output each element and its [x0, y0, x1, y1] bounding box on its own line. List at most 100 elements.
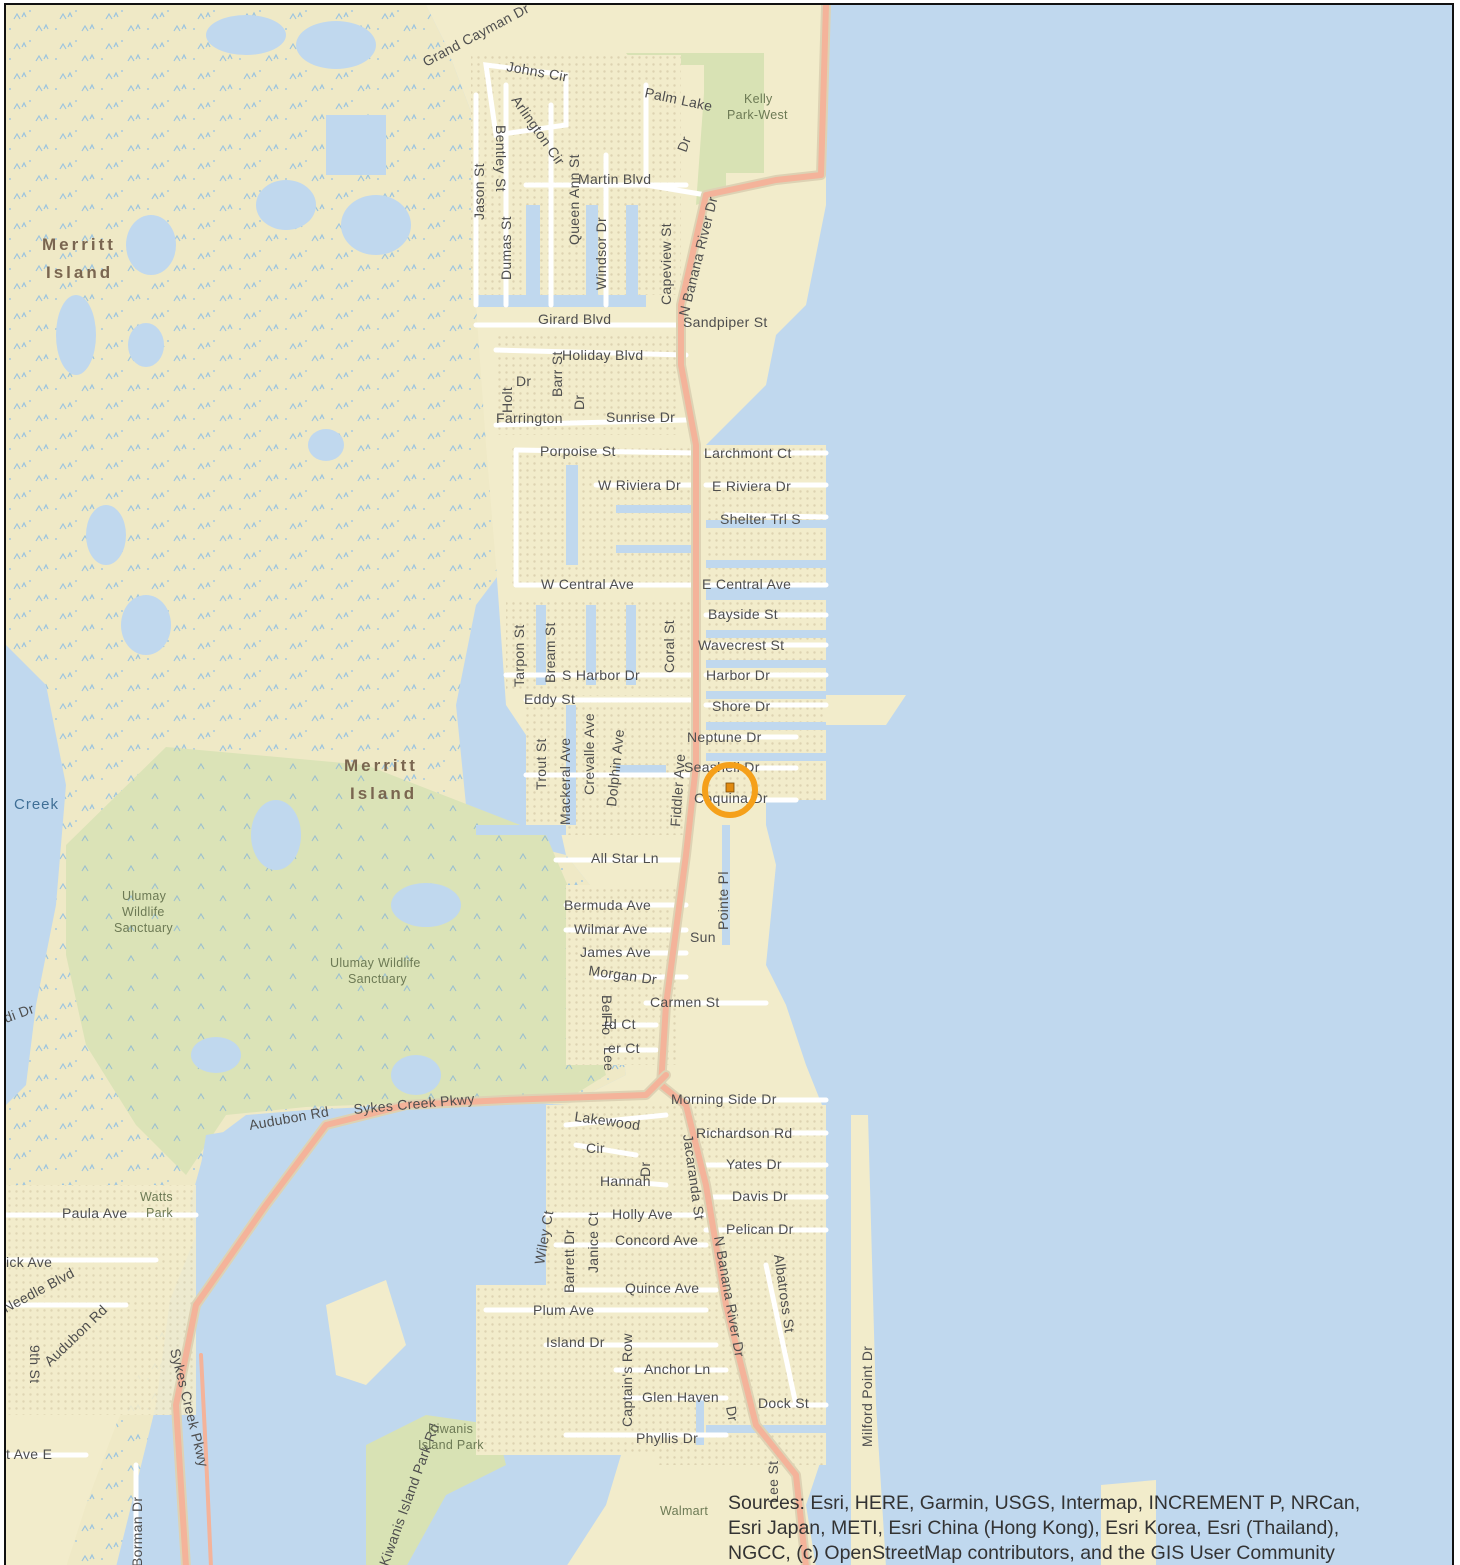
label-lakewood-dr: Dr [637, 1162, 653, 1177]
label-yates: Yates Dr [726, 1156, 782, 1172]
label-sandpiper: Sandpiper St [683, 314, 768, 330]
label-queen-ann: Queen Ann St [566, 154, 582, 245]
label-ick-ave: ick Ave [6, 1254, 52, 1270]
label-captains-row: Captain's Row [619, 1333, 635, 1427]
label-bream: Bream St [542, 622, 558, 683]
map-canvas[interactable]: Grand Cayman Dr Johns Cir Arlington Cir … [6, 5, 1452, 1565]
label-phyllis: Phyllis Dr [636, 1430, 698, 1446]
label-kiwanis-2: Island Park [418, 1438, 484, 1452]
label-eddy: Eddy St [524, 691, 575, 707]
label-milford: Milford Point Dr [859, 1346, 875, 1447]
label-bel: Bel [599, 995, 615, 1016]
label-shore: Shore Dr [712, 698, 770, 714]
label-lee: Lee [601, 1047, 617, 1071]
label-farrington: Farrington [496, 410, 563, 426]
label-farrington-dr: Dr [571, 395, 587, 410]
label-girard: Girard Blvd [538, 311, 611, 327]
label-all-star: All Star Ln [591, 850, 659, 866]
label-larchmont: Larchmont Ct [704, 445, 792, 461]
label-creek: Creek [14, 796, 59, 813]
label-trout: Trout St [533, 738, 549, 790]
label-wilmar: Wilmar Ave [574, 921, 648, 937]
label-holiday: Holiday Blvd [562, 347, 643, 363]
label-dock: Dock St [758, 1395, 809, 1411]
label-sunrise: Sunrise Dr [606, 409, 675, 425]
label-ulumay-1c: Sanctuary [114, 921, 173, 935]
label-ulumay-2b: Sanctuary [348, 972, 407, 986]
lakes [56, 15, 461, 1095]
label-windsor: Windsor Dr [593, 217, 609, 290]
label-pointe: Pointe Pl [715, 871, 731, 930]
land-kiwanis [366, 1415, 506, 1565]
label-holt: Holt [499, 387, 515, 413]
label-merritt-north-2: Island [46, 263, 113, 282]
label-jason: Jason St [471, 163, 487, 220]
marker-point[interactable] [725, 782, 735, 793]
label-holt-dr: Dr [516, 373, 531, 389]
label-merritt-center-2: Island [350, 784, 417, 803]
label-porpoise: Porpoise St [540, 443, 616, 459]
label-pelican: Pelican Dr [726, 1221, 794, 1237]
label-davis: Davis Dr [732, 1188, 788, 1204]
label-janice: Janice Ct [585, 1212, 601, 1273]
local-streets [6, 62, 829, 1565]
attribution-line-1: Sources: Esri, HERE, Garmin, USGS, Inter… [728, 1492, 1361, 1514]
label-fiddler: Fiddler Ave [667, 753, 688, 827]
label-quince: Quince Ave [625, 1280, 699, 1296]
park-labels: Kelly Park-West Ulumay Wildlife Sanctuar… [114, 92, 788, 1518]
label-holly: Holly Ave [612, 1206, 673, 1222]
land-milford-point [851, 1115, 886, 1565]
label-kelly-2: Park-West [727, 108, 788, 122]
label-lee-st: Lee St [765, 1461, 781, 1503]
label-barr: Barr St [549, 351, 565, 397]
label-carmen: Carmen St [650, 994, 720, 1010]
label-bermuda: Bermuda Ave [564, 897, 651, 913]
label-lakewood-cir: Cir [586, 1140, 605, 1156]
label-rd-ct: rd Ct [604, 1016, 636, 1032]
label-ulumay-1a: Ulumay [122, 889, 167, 903]
label-watts-2: Park [146, 1206, 173, 1220]
label-mackeral: Mackeral Ave [557, 738, 573, 825]
label-anchor: Anchor Ln [644, 1361, 711, 1377]
label-martin: Martin Blvd [578, 171, 651, 187]
map-frame: Grand Cayman Dr Johns Cir Arlington Cir … [4, 3, 1454, 1565]
label-watts-1: Watts [140, 1190, 173, 1204]
label-tarpon: Tarpon St [511, 624, 527, 687]
map-attribution: Sources: Esri, HERE, Garmin, USGS, Inter… [728, 1491, 1448, 1565]
label-dumas: Dumas St [498, 216, 514, 280]
label-t-ave-e: t Ave E [6, 1446, 52, 1462]
label-sun: Sun [690, 929, 716, 945]
label-e-riviera: E Riviera Dr [712, 478, 791, 494]
label-w-riviera: W Riviera Dr [598, 477, 681, 493]
label-kiwanis-1: Kiwanis [428, 1422, 473, 1436]
label-ulumay-2a: Ulumay Wildlife [330, 956, 421, 970]
label-harbor: Harbor Dr [706, 667, 770, 683]
attribution-line-2: Esri Japan, METI, Esri China (Hong Kong)… [728, 1517, 1340, 1539]
park-kelly [626, 53, 726, 205]
label-plum: Plum Ave [533, 1302, 594, 1318]
park-kelly-body [704, 53, 764, 173]
label-paula: Paula Ave [62, 1205, 128, 1221]
selected-location-marker[interactable] [702, 762, 758, 818]
label-concord: Concord Ave [615, 1232, 698, 1248]
label-borman: Borman Dr [129, 1497, 145, 1565]
major-roads [171, 5, 831, 1565]
label-bentley: Bentley St [493, 125, 509, 192]
label-merritt-center-1: Merritt [344, 756, 418, 775]
label-walmart: Walmart [660, 1504, 708, 1518]
label-morning-side: Morning Side Dr [671, 1091, 777, 1107]
label-coral: Coral St [661, 620, 677, 673]
label-barrett: Barrett Dr [561, 1229, 577, 1293]
attribution-line-3: NGCC, (c) OpenStreetMap contributors, an… [728, 1542, 1335, 1564]
label-island-dr: Island Dr [546, 1334, 605, 1350]
label-bayside: Bayside St [708, 606, 778, 622]
marker-ring[interactable] [702, 762, 758, 818]
land-south-island [326, 1280, 406, 1385]
area-labels: Merritt Island Merritt Island Creek [14, 235, 418, 813]
label-er-ct: er Ct [608, 1040, 640, 1056]
label-e-central: E Central Ave [702, 576, 791, 592]
label-shelter: Shelter Trl S [720, 511, 801, 527]
label-glen-haven-dr: Dr [723, 1405, 741, 1423]
label-ulumay-1b: Wildlife [122, 905, 165, 919]
sykes-creek-water [6, 645, 66, 1105]
